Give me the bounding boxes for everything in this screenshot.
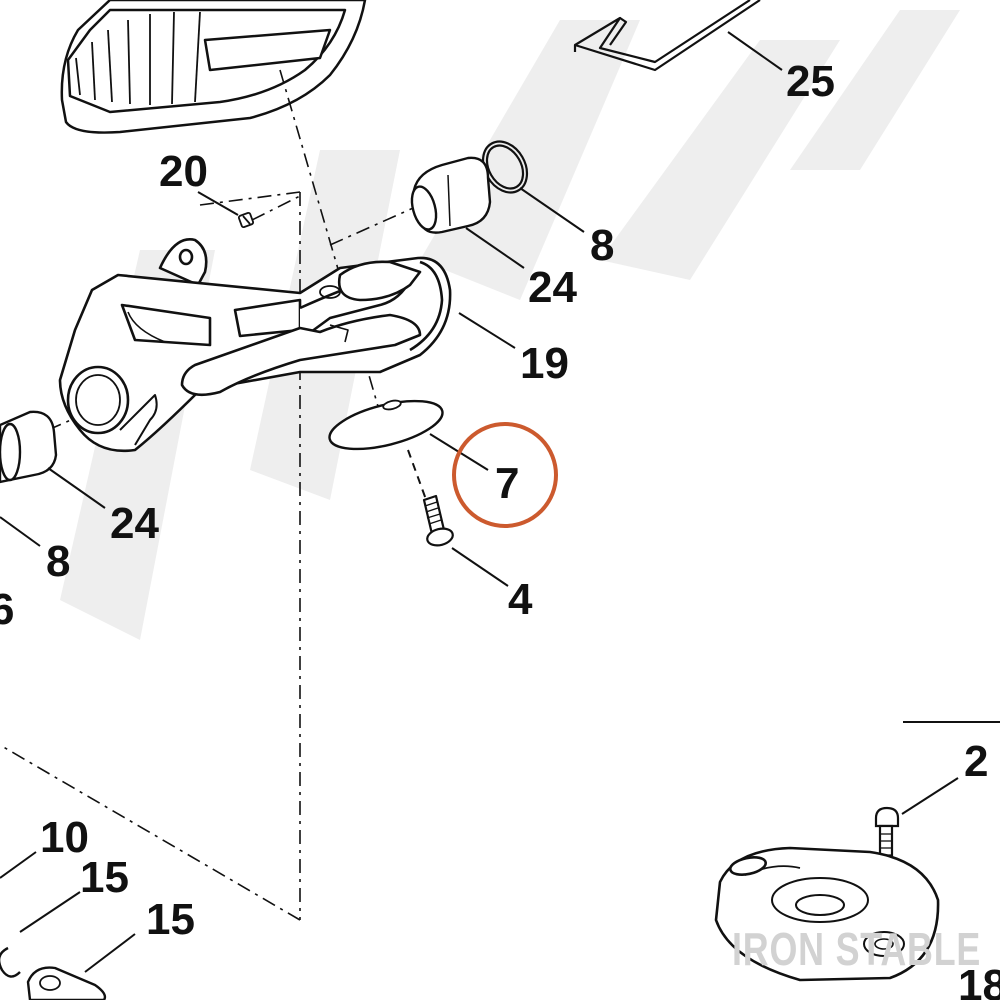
axis-line-lower bbox=[407, 449, 429, 506]
callout-19: 19 bbox=[520, 339, 569, 388]
part-18-cover bbox=[714, 846, 940, 982]
leader-lines bbox=[0, 31, 959, 973]
axis-lines bbox=[0, 69, 483, 921]
part-19-pedal-arm bbox=[58, 238, 452, 453]
part-15-link bbox=[26, 966, 107, 1000]
callout-labels: 25 20 8 24 19 7 4 24 8 6 2 10 15 15 18 bbox=[0, 57, 1000, 1000]
part-24-bushing-lower bbox=[0, 410, 58, 484]
callout-24-upper: 24 bbox=[528, 263, 577, 312]
callout-4: 4 bbox=[508, 575, 533, 624]
callout-2: 2 bbox=[964, 737, 988, 786]
part-4-bolt bbox=[422, 494, 454, 547]
brand-watermark: IRON STABLE bbox=[732, 923, 982, 975]
part-7-washer bbox=[328, 399, 444, 451]
callout-15-lower: 15 bbox=[146, 895, 195, 944]
part-25-clip bbox=[573, 0, 761, 72]
part-24-bushing-upper bbox=[410, 156, 492, 234]
footpeg-pad bbox=[60, 0, 367, 134]
highlight-circle bbox=[452, 422, 558, 528]
callout-8-lower: 8 bbox=[46, 537, 70, 586]
callout-25: 25 bbox=[786, 57, 835, 106]
callout-6: 6 bbox=[0, 585, 14, 634]
callout-18: 18 bbox=[958, 961, 1000, 1000]
callout-24-lower: 24 bbox=[110, 499, 159, 548]
part-10-clip bbox=[0, 946, 21, 978]
callout-7: 7 bbox=[495, 459, 519, 508]
callout-20: 20 bbox=[159, 147, 208, 196]
callout-15-upper: 15 bbox=[80, 853, 129, 902]
callout-8-upper: 8 bbox=[590, 221, 614, 270]
part-20-pin bbox=[237, 211, 255, 229]
callout-10: 10 bbox=[40, 813, 89, 862]
